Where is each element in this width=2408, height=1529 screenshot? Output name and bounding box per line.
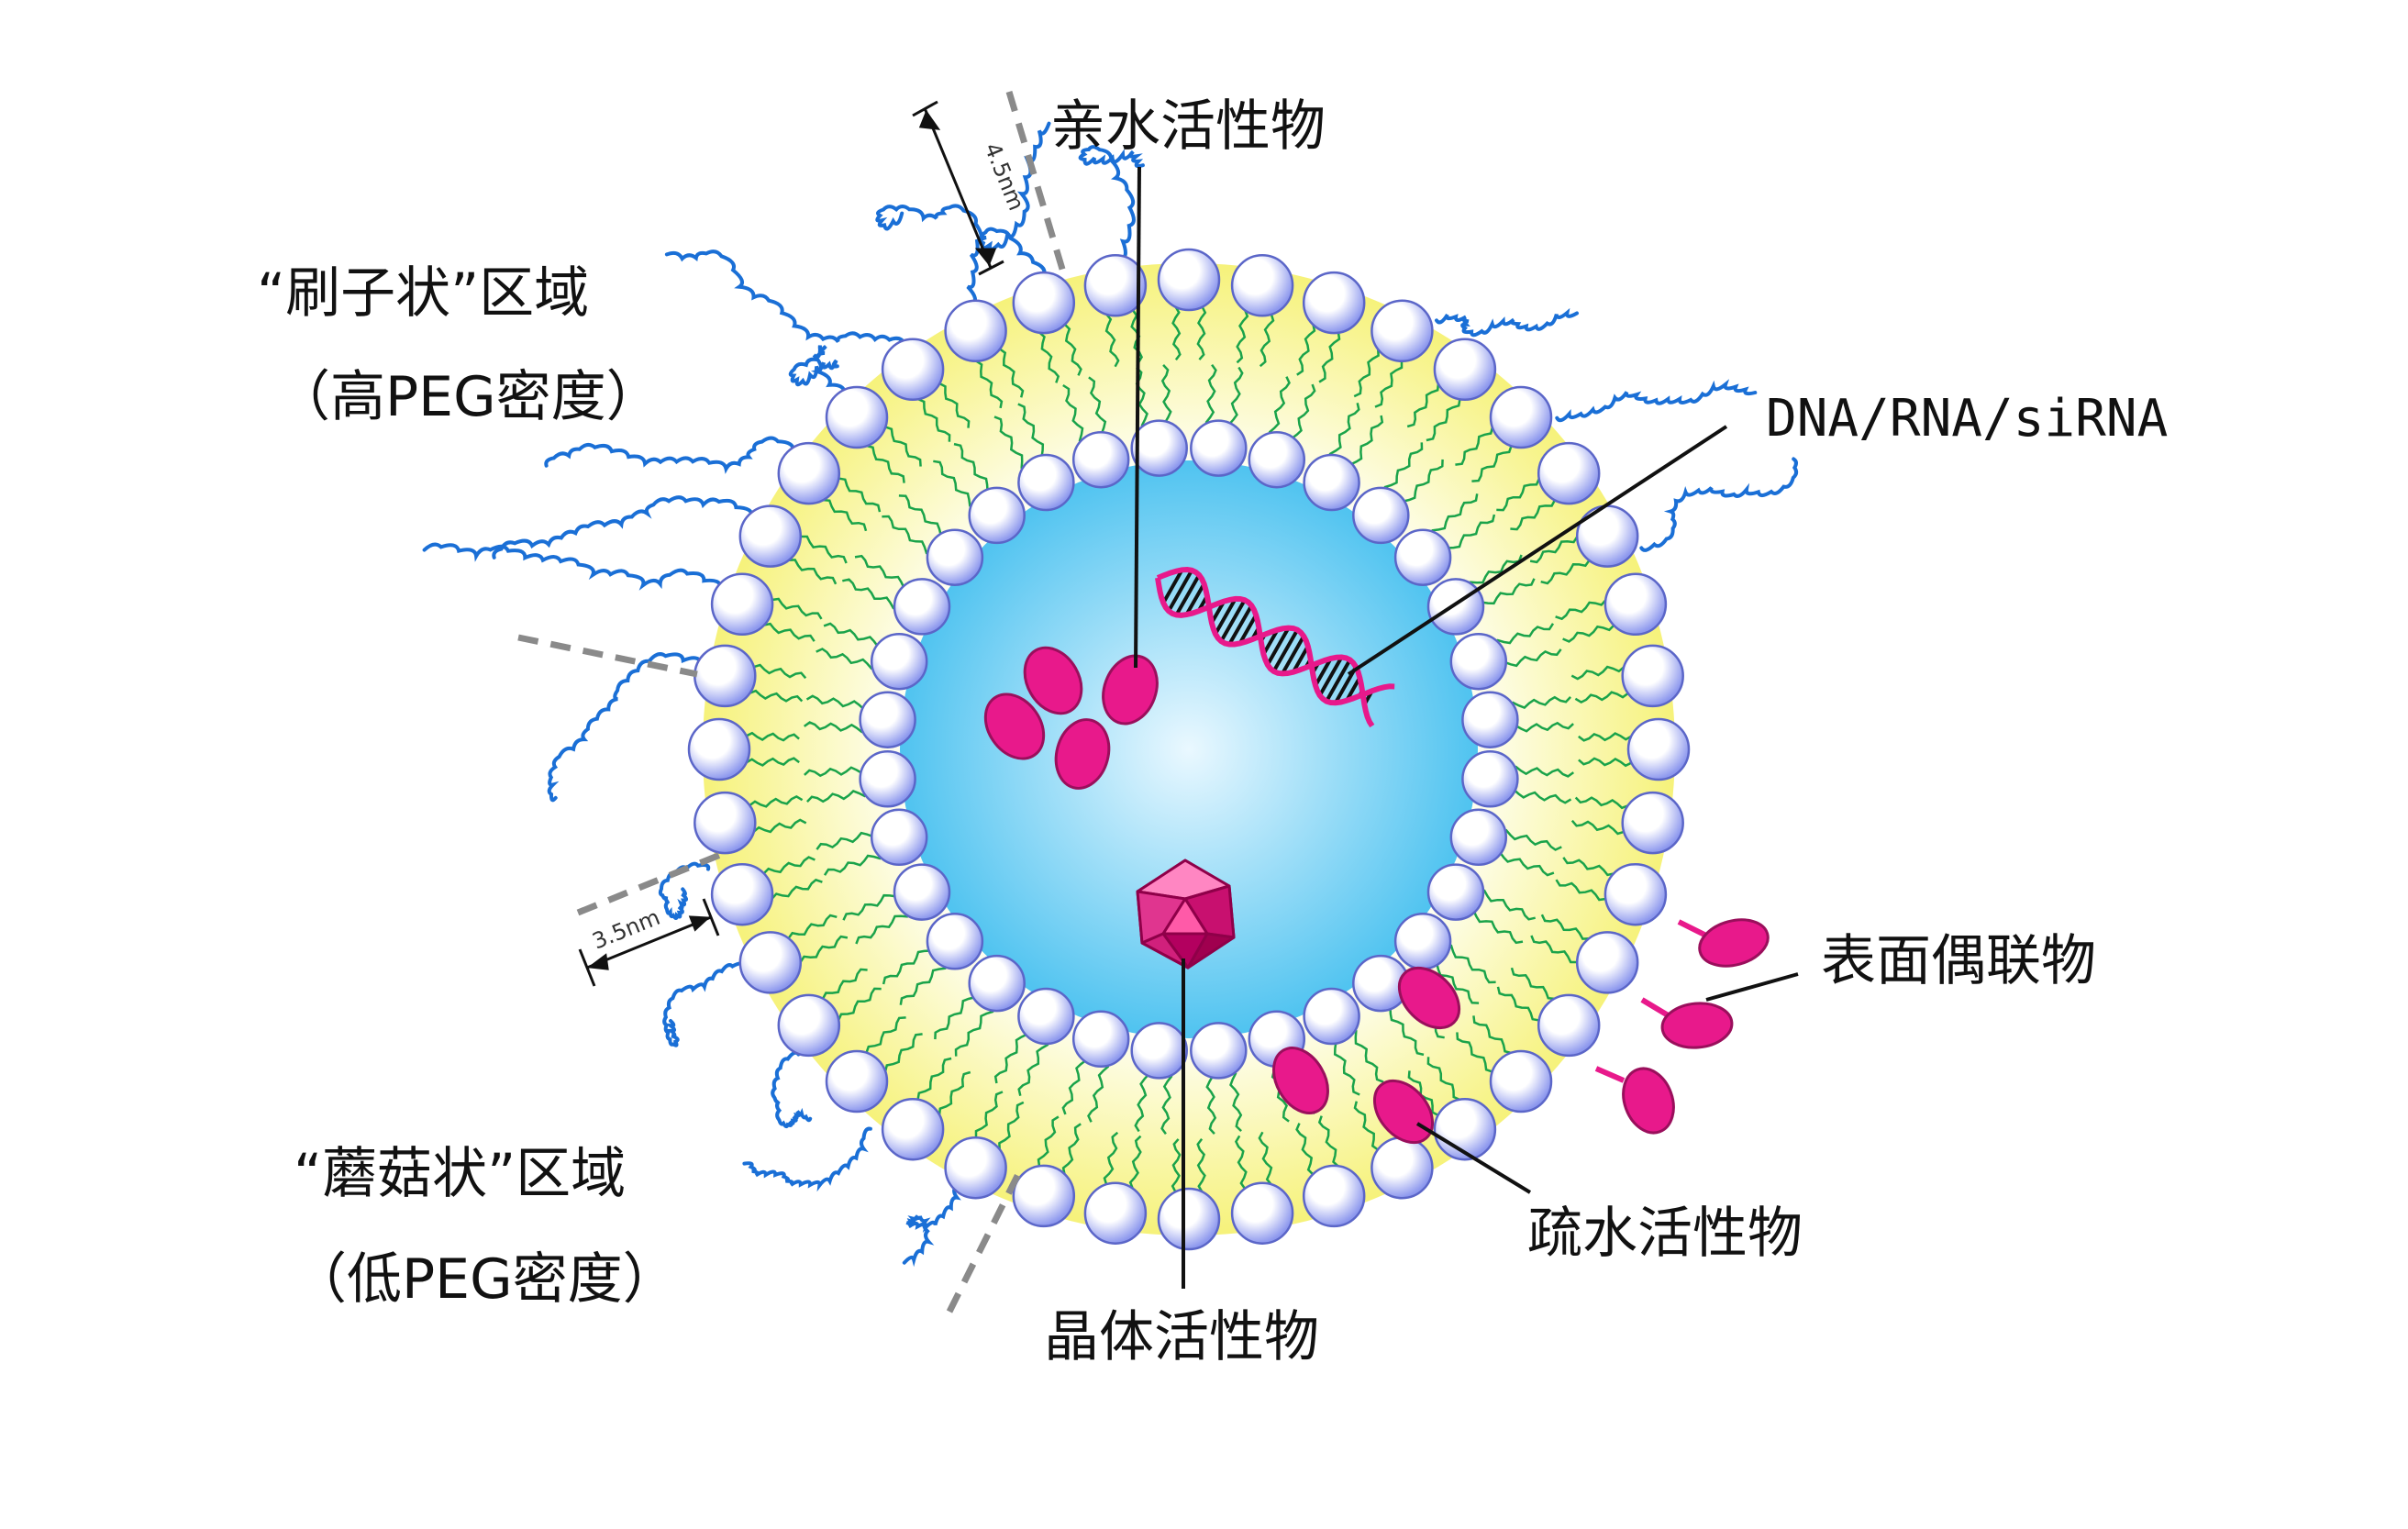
label-mushroom-sub: （低PEG密度）: [292, 1247, 678, 1312]
aqueous-core: [900, 460, 1478, 1038]
boundary-left: [517, 634, 698, 678]
peg-chains: [422, 121, 1799, 1268]
crystal-payload: [1136, 859, 1236, 969]
leader-surface: [1705, 972, 1799, 1002]
label-brush-sub: （高PEG密度）: [275, 365, 661, 429]
leader-hydrophilic: [1134, 166, 1141, 669]
leader-hydrophobic: [1415, 1122, 1532, 1194]
dna-helix: [1155, 566, 1395, 728]
leader-nucleic: [1347, 425, 1728, 676]
boundary-bottom: [946, 1172, 1022, 1313]
label-crystal: 晶体活性物: [1044, 1305, 1319, 1369]
label-nucleic: DNA/RNA/siRNA: [1766, 389, 2168, 449]
label-mushroom-title: “蘑菇状”区域: [294, 1142, 626, 1206]
surface-conjugates: [1594, 918, 1770, 1135]
label-hydrophobic: 疏水活性物: [1527, 1202, 1803, 1266]
boundary-lower-left: [576, 849, 727, 916]
inner-head-groups: [859, 419, 1519, 1080]
label-brush-title: “刷子状”区域: [257, 261, 589, 326]
hydrophobic-payload: [1272, 966, 1461, 1145]
leader-lines: [1134, 166, 1799, 1289]
outer-head-groups: [687, 248, 1691, 1251]
dimension-outer-label: 4.5nm: [979, 139, 1029, 215]
dimension-inner: [578, 898, 720, 987]
hydrophilic-payload: [983, 646, 1159, 790]
label-hydrophilic: 亲水活性物: [1050, 94, 1326, 159]
region-boundaries: [517, 90, 1068, 1313]
dimension-outer: [912, 100, 1004, 276]
dimension-inner-label: 3.5nm: [589, 904, 664, 955]
label-surface-conjugate: 表面偶联物: [1821, 929, 2096, 993]
